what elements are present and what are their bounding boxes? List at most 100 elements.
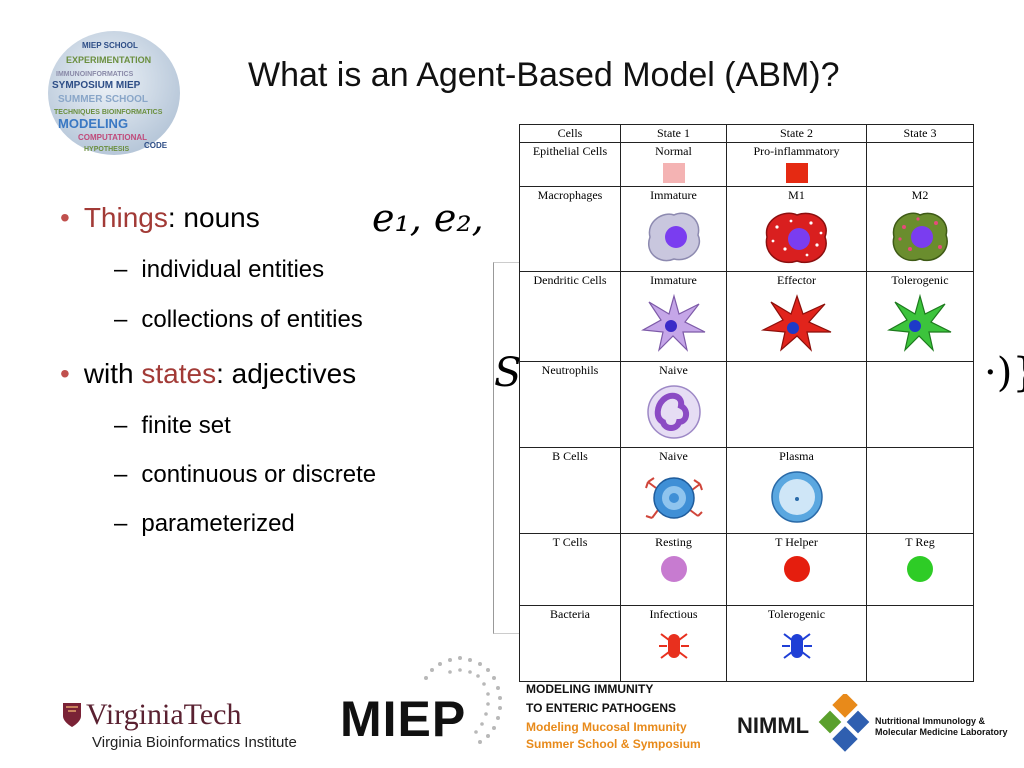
inflamed-swatch-icon (785, 163, 808, 183)
miep-line-2: TO ENTERIC PATHOGENS (526, 701, 677, 715)
header-cells: Cells (519, 124, 621, 143)
svg-text:COMPUTATIONAL: COMPUTATIONAL (78, 133, 147, 142)
row-label-macrophages: Macrophages (519, 186, 621, 272)
macrophage-state-1: Immature (620, 186, 727, 272)
epithelial-state-1: Normal (620, 142, 727, 187)
state-label: Tolerogenic (767, 607, 826, 621)
svg-text:CODE: CODE (144, 141, 168, 150)
cell-states-table: Cells State 1 State 2 State 3 Epithelial… (519, 124, 974, 682)
bullet-things: •Things: nouns (60, 202, 260, 234)
states-keyword: states (141, 358, 217, 389)
set-formula-suffix: ·)} (984, 350, 1024, 396)
set-bracket-frame (493, 262, 524, 634)
sub-bullet-text: finite set (141, 412, 231, 439)
sub-bullet-collections: –collections of entities (114, 306, 363, 334)
table-header-row: Cells State 1 State 2 State 3 (519, 124, 974, 143)
nimml-wordmark: NIMML (737, 713, 810, 738)
sub-bullet-continuous: –continuous or discrete (114, 461, 376, 489)
dendritic-state-1: Immature (620, 271, 727, 362)
things-keyword: Things (83, 202, 168, 233)
svg-text:SUMMER SCHOOL: SUMMER SCHOOL (58, 94, 148, 105)
svg-text:TECHNIQUES BIOINFORMATICS: TECHNIQUES BIOINFORMATICS (54, 109, 163, 116)
bullet-states: •with states: adjectives (60, 358, 356, 390)
row-label-epithelial: Epithelial Cells (519, 142, 621, 187)
macrophage-m2-icon (892, 212, 948, 262)
state-label: Resting (655, 535, 692, 549)
state-label: Immature (650, 188, 697, 202)
state-label: Infectious (649, 607, 698, 621)
bcell-state-2: Plasma (726, 447, 867, 534)
table-row: B Cells Naive Plasma (519, 447, 974, 534)
dendritic-state-3: Tolerogenic (866, 271, 974, 362)
things-rest: : nouns (167, 202, 260, 233)
table-row: Bacteria Infectious Tolerogenic (519, 605, 974, 682)
miep-line-3: Modeling Mucosal Immunity (526, 720, 687, 734)
miep-dots-logo-icon (424, 656, 502, 744)
epithelial-state-3 (866, 142, 974, 187)
svg-text:MIEP SCHOOL: MIEP SCHOOL (82, 41, 138, 50)
macrophage-immature-icon (647, 212, 700, 262)
dendritic-effector-icon (760, 294, 831, 352)
state-label: Tolerogenic (891, 273, 949, 287)
with-rest: : adjectives (216, 358, 357, 389)
row-label-dendritic: Dendritic Cells (519, 271, 621, 362)
macrophage-state-2: M1 (726, 186, 867, 272)
slide-title: What is an Agent-Based Model (ABM)? (248, 56, 840, 94)
state-label: Normal (655, 144, 692, 158)
summer-school-sphere-logo: MIEP SCHOOL EXPERIMENTATION IMMUNOINFORM… (48, 31, 180, 155)
svg-text:EXPERIMENTATION: EXPERIMENTATION (66, 55, 151, 65)
svg-text:MODELING: MODELING (58, 116, 128, 131)
plasma-cell-icon (770, 471, 823, 523)
bacteria-infectious-icon (658, 633, 689, 659)
sub-bullet-parameterized: –parameterized (114, 510, 295, 538)
svg-text:IMMUNOINFORMATICS: IMMUNOINFORMATICS (56, 71, 134, 78)
sub-bullet-text: continuous or discrete (141, 461, 377, 488)
miep-wordmark: MIEP (340, 691, 467, 747)
sub-bullet-text: parameterized (141, 510, 295, 537)
nimml-diamond-logo-icon (818, 694, 870, 752)
bacteria-state-1: Infectious (620, 605, 727, 682)
table-row: Dendritic Cells Immature Effector Tolero… (519, 271, 974, 362)
svg-text:HYPOTHESIS: HYPOTHESIS (84, 146, 129, 153)
row-label-bacteria: Bacteria (519, 605, 621, 682)
row-label-bcells: B Cells (519, 447, 621, 534)
sub-bullet-dash: – (114, 306, 128, 333)
header-state-3: State 3 (866, 124, 974, 143)
state-label: Naive (659, 363, 688, 377)
header-state-2: State 2 (726, 124, 867, 143)
header-state-1: State 1 (620, 124, 727, 143)
table-row: Neutrophils Naive (519, 361, 974, 448)
entities-formula: e₁, e₂, (372, 196, 484, 240)
nimml-desc-line-1: Nutritional Immunology & (875, 716, 985, 726)
table-row: T Cells Resting T Helper T Reg (519, 533, 974, 606)
sub-bullet-dash: – (114, 461, 128, 488)
sub-bullet-dash: – (114, 510, 128, 537)
tcell-reg-icon (907, 556, 933, 582)
miep-line-4: Summer School & Symposium (526, 737, 701, 751)
state-label: M2 (911, 188, 929, 202)
virginia-tech-shield-icon (63, 703, 81, 727)
tcell-state-2: T Helper (726, 533, 867, 606)
sub-bullet-dash: – (114, 412, 128, 439)
svg-text:SYMPOSIUM MIEP: SYMPOSIUM MIEP (52, 80, 141, 91)
macrophage-state-3: M2 (866, 186, 974, 272)
dendritic-immature-icon (640, 293, 705, 352)
set-formula-prefix: S (494, 350, 522, 396)
tcell-state-1: Resting (620, 533, 727, 606)
bcell-naive-icon (644, 477, 703, 519)
bacteria-state-3 (866, 605, 974, 682)
sub-bullet-finite: –finite set (114, 412, 231, 440)
sub-bullet-dash: – (114, 256, 128, 283)
sub-bullet-text: collections of entities (141, 306, 363, 333)
virginia-tech-wordmark: VirginiaTech (86, 698, 242, 731)
bcell-state-1: Naive (620, 447, 727, 534)
macrophage-m1-icon (765, 212, 827, 264)
neutrophil-state-1: Naive (620, 361, 727, 448)
state-label: Pro-inflammatory (753, 144, 840, 158)
tcell-resting-icon (660, 556, 687, 582)
sub-bullet-text: individual entities (141, 256, 325, 283)
state-label: M1 (788, 188, 805, 202)
epithelial-state-2: Pro-inflammatory (726, 142, 867, 187)
state-label: T Reg (905, 535, 935, 549)
dendritic-state-2: Effector (726, 271, 867, 362)
